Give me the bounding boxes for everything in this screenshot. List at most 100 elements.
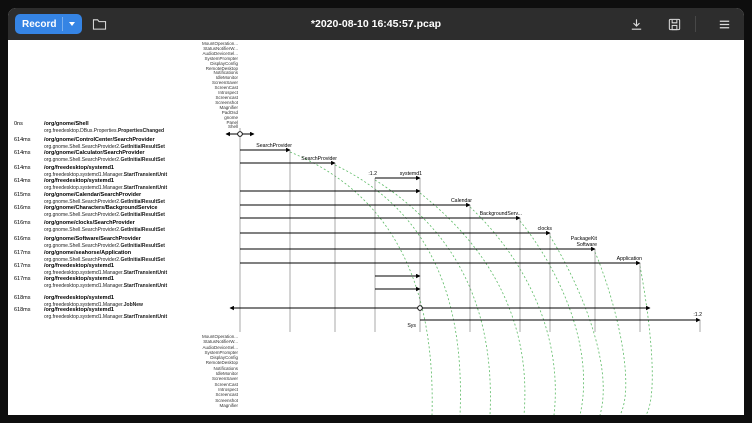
service-name-label: Screencast xyxy=(215,392,238,398)
service-name-label: DisplayConfig xyxy=(210,60,238,66)
service-name-label: AudioDeviceSel... xyxy=(202,50,238,56)
bottom-service-name-stack: MountOperation...StatusNotifierW...Audio… xyxy=(8,334,238,408)
message-member: org.freedesktop.systemd1.Manager.StartTr… xyxy=(44,313,168,320)
message-timestamp: 616ms xyxy=(14,220,31,226)
message-member: org.gnome.Shell.SearchProvider2.GetIniti… xyxy=(44,211,165,218)
service-name-label: PadOsd xyxy=(221,109,238,115)
service-name-label: Screenshot xyxy=(215,397,238,403)
message-object-path: /org/gnome/ControlCenter/SearchProvider xyxy=(44,137,155,143)
service-name-label: Magnifier xyxy=(219,104,238,110)
message-member: org.gnome.Shell.SearchProvider2.GetIniti… xyxy=(44,256,165,263)
message-row[interactable]: 614ms/org/gnome/Calculator/SearchProvide… xyxy=(8,150,240,163)
titlebar-right-actions xyxy=(619,8,734,40)
titlebar: Record *2020-08-10 16:45:57.pcap xyxy=(8,8,744,41)
destination-service-label: :1.2 xyxy=(368,171,377,177)
destination-service-label: PackageKit xyxy=(570,236,597,242)
service-name-label: MountOperation... xyxy=(201,41,238,46)
destination-service-label: :1.2 xyxy=(693,312,702,318)
service-name-label: IdleMonitor xyxy=(215,371,238,377)
service-name-label: DisplayConfig xyxy=(210,355,238,361)
service-name-label: Shell xyxy=(227,124,238,130)
destination-service-label: clocks xyxy=(537,226,552,232)
message-timestamp: 614ms xyxy=(14,165,31,171)
message-row[interactable]: 616ms/org/gnome/Characters/BackgroundSer… xyxy=(8,205,240,218)
service-name-label: Magnifier xyxy=(219,402,238,408)
message-timestamp: 614ms xyxy=(14,178,31,184)
service-name-label: MountOperation... xyxy=(201,334,238,339)
service-name-label: IdleMonitor xyxy=(215,75,238,81)
message-row[interactable]: 614ms/org/gnome/ControlCenter/SearchProv… xyxy=(8,137,240,150)
service-name-label: Introspect xyxy=(218,90,238,96)
save-icon xyxy=(667,17,682,32)
record-button[interactable]: Record xyxy=(15,14,83,34)
service-name-label: RemoteDesktop xyxy=(205,360,238,366)
method-reply-curve xyxy=(419,192,526,415)
service-name-label: Screencast xyxy=(215,94,238,100)
service-name-label: gnome xyxy=(224,114,238,120)
signal-emitter-dot xyxy=(237,131,243,137)
service-name-label: RemoteDesktop xyxy=(205,65,238,71)
destination-service-label: BackgroundServ... xyxy=(479,211,522,217)
menu-button[interactable] xyxy=(715,15,734,34)
message-member: org.freedesktop.systemd1.Manager.StartTr… xyxy=(44,184,168,191)
save-button[interactable] xyxy=(665,15,684,34)
service-name-label: StatusNotifierW... xyxy=(203,339,238,345)
service-name-label: Introspect xyxy=(218,386,238,392)
destination-service-label: Software xyxy=(576,242,597,248)
message-timestamp: 0ns xyxy=(14,121,23,127)
top-service-name-stack: MountOperation...StatusNotifierW...Audio… xyxy=(8,41,238,130)
message-object-path: /org/gnome/Calendar/SearchProvider xyxy=(44,192,142,198)
window-title: *2020-08-10 16:45:57.pcap xyxy=(310,18,442,30)
service-name-label: SystemPrompter xyxy=(204,349,238,355)
service-name-label: Notifications xyxy=(213,70,238,76)
service-name-label: SystemPrompter xyxy=(204,55,238,61)
message-object-path: /org/gnome/Calculator/SearchProvider xyxy=(44,150,145,156)
message-member: org.freedesktop.DBus.Properties.Properti… xyxy=(44,127,165,134)
message-object-path: /org/freedesktop/systemd1 xyxy=(44,165,114,171)
message-member: org.gnome.Shell.SearchProvider2.GetIniti… xyxy=(44,156,165,163)
method-reply-curve xyxy=(639,265,653,415)
download-button[interactable] xyxy=(627,15,646,34)
sequence-diagram-svg xyxy=(225,128,701,415)
open-button[interactable] xyxy=(90,15,109,33)
message-object-path: /org/gnome/Characters/BackgroundService xyxy=(44,205,158,211)
message-timestamp: 618ms xyxy=(14,307,31,313)
message-member: org.gnome.Shell.SearchProvider2.GetIniti… xyxy=(44,226,165,233)
sequence-diagram-canvas[interactable]: MountOperation...StatusNotifierW...Audio… xyxy=(8,40,744,415)
signal-emitter-dot xyxy=(417,305,423,311)
method-reply-curve xyxy=(594,251,627,415)
service-name-label: ScreenCast xyxy=(214,85,238,91)
message-member: org.freedesktop.systemd1.Manager.StartTr… xyxy=(44,282,168,289)
message-timestamp: 618ms xyxy=(14,295,31,301)
folder-icon xyxy=(92,17,107,31)
service-name-label: ScreenSaver xyxy=(211,376,238,382)
message-timestamp: 617ms xyxy=(14,276,31,282)
message-timestamp: 616ms xyxy=(14,205,31,211)
message-object-path: /org/gnome/seahorse/Application xyxy=(44,250,132,256)
message-member: org.gnome.Shell.SearchProvider2.GetIniti… xyxy=(44,242,165,249)
message-member: org.gnome.Shell.SearchProvider2.GetIniti… xyxy=(44,198,165,205)
method-reply-curve xyxy=(519,220,584,415)
message-member: org.freedesktop.systemd1.Manager.StartTr… xyxy=(44,269,168,276)
service-name-label: Panel xyxy=(226,119,238,125)
message-object-path: /org/gnome/Software/SearchProvider xyxy=(44,236,141,242)
destination-service-label: Application xyxy=(616,256,642,262)
method-reply-curve xyxy=(289,151,433,415)
service-name-label: Notifications xyxy=(213,365,238,371)
message-timestamp: 617ms xyxy=(14,250,31,256)
titlebar-separator xyxy=(695,16,696,32)
service-name-label: Screenshot xyxy=(215,99,238,105)
record-button-label: Record xyxy=(22,18,57,30)
